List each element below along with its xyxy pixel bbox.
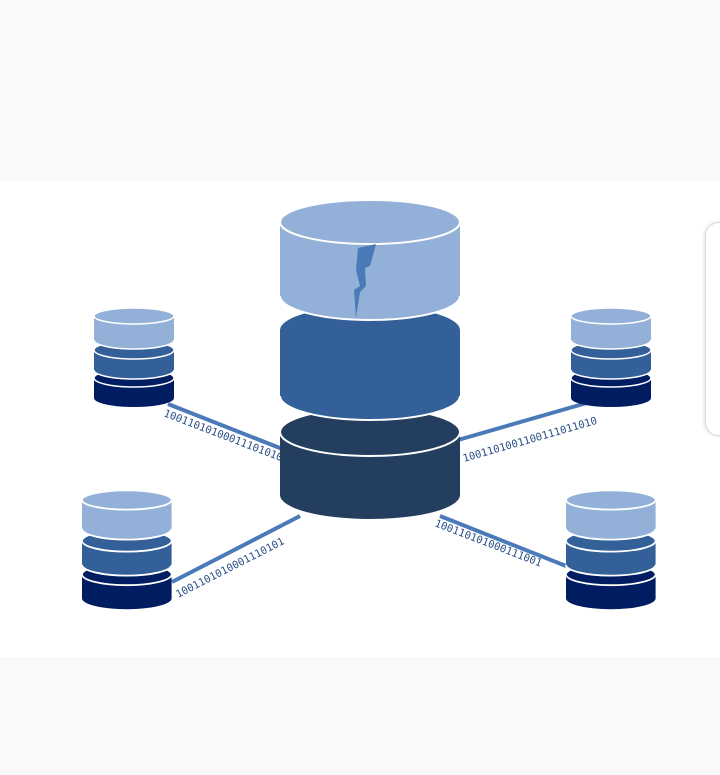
connection-lines xyxy=(167,400,591,584)
link-line-bottom-left xyxy=(171,514,301,584)
binary-label-bottom-left: 1001101010001110101 xyxy=(174,535,286,600)
binary-label-top-right: 1001101001100111011010 xyxy=(462,415,599,465)
small-database-icon xyxy=(570,307,652,408)
small-database-icon xyxy=(565,489,657,611)
binary-label-top-left: 10011010100011101010 xyxy=(162,408,284,465)
link-line-bottom-right xyxy=(439,514,567,568)
lightning-bolt-icon xyxy=(354,244,376,318)
small-database-icon xyxy=(81,489,173,611)
binary-label-bottom-right: 100110101000111001 xyxy=(433,518,544,570)
link-line-top-left xyxy=(167,402,291,454)
link-line-top-right xyxy=(457,400,591,442)
small-database-icon xyxy=(93,307,175,408)
central-database-icon xyxy=(279,199,461,519)
